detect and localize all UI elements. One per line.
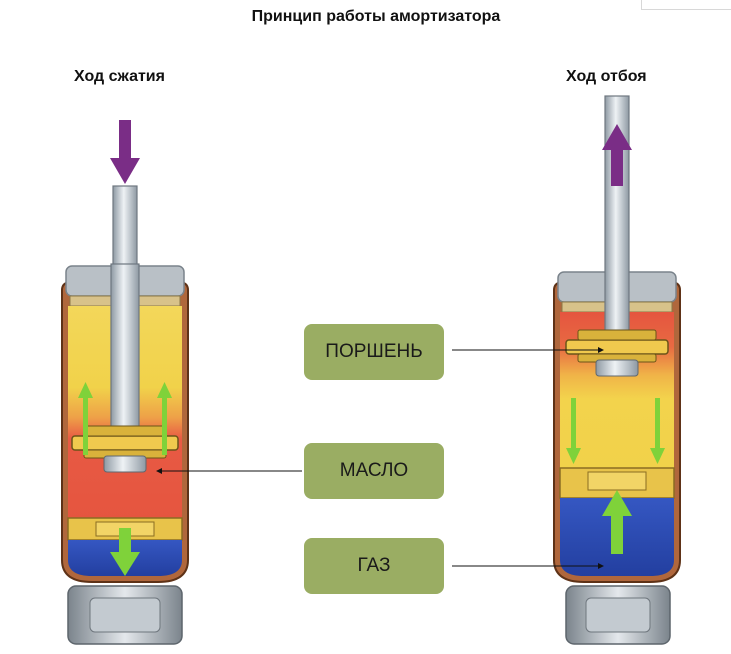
corner-divider [641,0,731,10]
left-gas-flow-arrow [110,528,140,576]
oil-label-tag: МАСЛО [304,443,444,499]
piston-label-tag: ПОРШЕНЬ [304,324,444,380]
right-motion-arrow-up [602,124,632,186]
right-shock-absorber [553,95,681,645]
left-oil-flow-arrows [78,382,172,455]
right-gas-flow-arrow [602,490,632,554]
left-main-piston [71,425,179,473]
diagram-title: Принцип работы амортизатора [251,8,501,25]
left-shock-absorber [61,120,189,645]
left-rod [110,263,140,441]
left-rod-upper [112,185,138,267]
gas-label-tag: ГАЗ [304,538,444,594]
left-motion-arrow-down [110,120,140,184]
pointer-lines [156,347,604,569]
rebound-stroke-label: Ход отбоя [566,68,647,85]
right-oil-flow-arrows [566,398,665,464]
compression-stroke-label: Ход сжатия [74,68,165,85]
